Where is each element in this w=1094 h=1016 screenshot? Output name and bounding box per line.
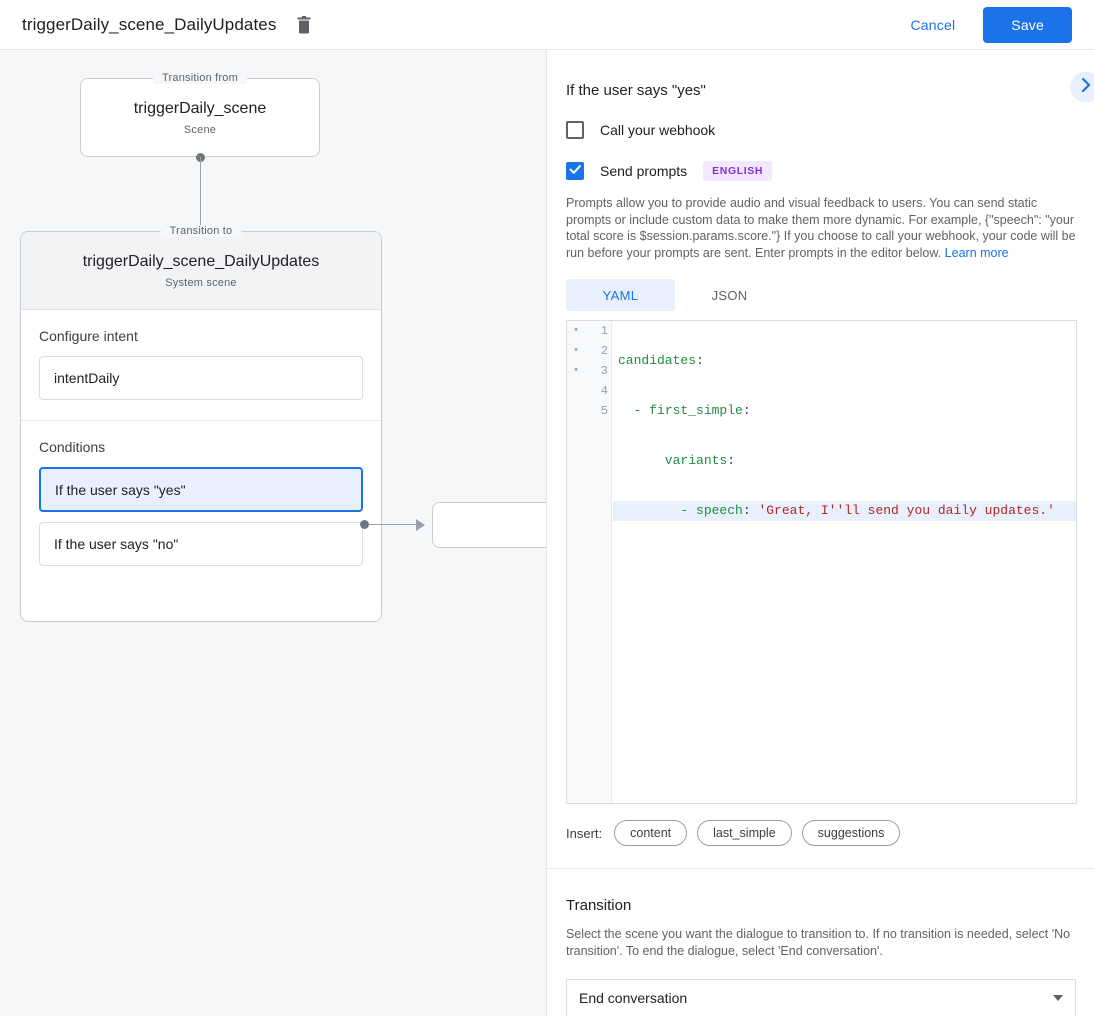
condition-output-dot bbox=[360, 520, 369, 529]
editor-code-area[interactable]: candidates: - first_simple: variants: - … bbox=[613, 321, 1076, 803]
learn-more-link[interactable]: Learn more bbox=[944, 245, 1009, 260]
trash-icon bbox=[296, 15, 312, 34]
call-webhook-label: Call your webhook bbox=[600, 122, 716, 138]
line-number: 2 bbox=[600, 344, 608, 358]
transition-select[interactable]: End conversation bbox=[566, 979, 1076, 1016]
gutter-row: ▾ 1 bbox=[567, 321, 611, 341]
condition-item-no[interactable]: If the user says "no" bbox=[39, 522, 363, 566]
end-node-card[interactable] bbox=[432, 502, 546, 548]
gutter-row: 4 bbox=[567, 381, 611, 401]
line-number: 5 bbox=[600, 404, 608, 418]
code-editor[interactable]: ▾ 1 ▾ 2 ▾ 3 4 5 bbox=[566, 320, 1077, 804]
condition-output-line bbox=[368, 524, 418, 525]
cancel-button[interactable]: Cancel bbox=[899, 9, 968, 41]
transition-to-card[interactable]: Transition to triggerDaily_scene_DailyUp… bbox=[20, 225, 382, 622]
line-number: 1 bbox=[600, 324, 608, 338]
transition-from-subtitle: Scene bbox=[183, 123, 217, 136]
details-panel: If the user says "yes" Call your webhook… bbox=[547, 50, 1094, 1016]
condition-output-arrow-icon bbox=[416, 519, 425, 531]
prompts-description-text: Prompts allow you to provide audio and v… bbox=[566, 196, 1076, 260]
transition-select-value: End conversation bbox=[579, 990, 688, 1006]
format-tabs: YAML JSON bbox=[566, 279, 1094, 311]
top-bar: triggerDaily_scene_DailyUpdates Cancel S… bbox=[0, 0, 1094, 50]
transition-to-legend: Transition to bbox=[160, 225, 242, 237]
transition-from-name: triggerDaily_scene bbox=[133, 99, 267, 117]
code-line-2: - first_simple: bbox=[613, 401, 1076, 421]
flow-canvas[interactable]: Transition from triggerDaily_scene Scene… bbox=[0, 50, 547, 1016]
prompts-description: Prompts allow you to provide audio and v… bbox=[566, 195, 1079, 261]
page-title: triggerDaily_scene_DailyUpdates bbox=[22, 14, 277, 34]
transition-to-subtitle: System scene bbox=[165, 276, 237, 289]
yaml-key: first_simple bbox=[649, 403, 743, 418]
yaml-key: speech bbox=[696, 503, 743, 518]
delete-button[interactable] bbox=[290, 11, 318, 39]
yaml-key: variants bbox=[618, 453, 728, 468]
fold-triangle-icon[interactable]: ▾ bbox=[573, 346, 579, 355]
yaml-punc: : bbox=[727, 453, 736, 468]
insert-row: Insert: content last_simple suggestions bbox=[566, 820, 1094, 846]
panel-title: If the user says "yes" bbox=[566, 82, 706, 99]
send-prompts-checkbox[interactable] bbox=[566, 162, 584, 180]
code-line-5 bbox=[613, 551, 1076, 571]
tab-json[interactable]: JSON bbox=[711, 287, 748, 303]
gutter-row: 5 bbox=[567, 401, 611, 421]
tab-yaml[interactable]: YAML bbox=[566, 279, 675, 311]
yaml-punc: : bbox=[696, 353, 704, 368]
send-prompts-label: Send prompts bbox=[600, 163, 688, 179]
configure-intent-label: Configure intent bbox=[39, 328, 138, 344]
yaml-key: candidates bbox=[618, 353, 697, 368]
yaml-dash: - bbox=[618, 403, 650, 418]
chevron-right-icon bbox=[1080, 77, 1092, 97]
call-webhook-checkbox[interactable] bbox=[566, 121, 584, 139]
yaml-dash: - bbox=[618, 503, 697, 518]
gutter-row: ▾ 3 bbox=[567, 361, 611, 381]
line-number: 4 bbox=[600, 384, 608, 398]
send-prompts-row: Send prompts ENGLISH bbox=[547, 161, 1094, 181]
webhook-row: Call your webhook bbox=[547, 121, 1094, 139]
insert-chip-suggestions[interactable]: suggestions bbox=[801, 820, 901, 846]
yaml-punc: : bbox=[742, 403, 751, 418]
code-line-1: candidates: bbox=[613, 351, 1076, 371]
transition-to-header: triggerDaily_scene_DailyUpdates System s… bbox=[21, 232, 381, 310]
save-button[interactable]: Save bbox=[983, 6, 1072, 43]
insert-label: Insert: bbox=[566, 825, 603, 841]
yaml-punc: : bbox=[742, 503, 759, 518]
chevron-down-icon bbox=[1053, 995, 1063, 1001]
transition-section-title: Transition bbox=[566, 897, 632, 914]
line-number: 3 bbox=[600, 364, 608, 378]
condition-item-yes[interactable]: If the user says "yes" bbox=[39, 467, 363, 512]
insert-chip-last-simple[interactable]: last_simple bbox=[697, 820, 792, 846]
transition-from-legend: Transition from bbox=[153, 72, 247, 84]
language-badge: ENGLISH bbox=[703, 161, 773, 181]
transition-to-name: triggerDaily_scene_DailyUpdates bbox=[82, 252, 320, 270]
panel-divider bbox=[547, 868, 1094, 869]
gutter-row: ▾ 2 bbox=[567, 341, 611, 361]
yaml-string: 'Great, I''ll send you daily updates.' bbox=[758, 503, 1055, 518]
expand-panel-button[interactable] bbox=[1070, 72, 1094, 102]
transition-description: Select the scene you want the dialogue t… bbox=[566, 927, 1071, 958]
code-line-3: variants: bbox=[613, 451, 1076, 471]
configure-intent-section: Configure intent intentDaily bbox=[21, 310, 381, 420]
conditions-section: Conditions If the user says "yes" If the… bbox=[21, 420, 381, 586]
transition-from-card[interactable]: Transition from triggerDaily_scene Scene bbox=[80, 72, 320, 157]
code-line-4: - speech: 'Great, I''ll send you daily u… bbox=[613, 501, 1076, 521]
fold-triangle-icon[interactable]: ▾ bbox=[573, 326, 579, 335]
connector-line bbox=[200, 157, 201, 255]
fold-triangle-icon[interactable]: ▾ bbox=[573, 366, 579, 375]
insert-chip-content[interactable]: content bbox=[614, 820, 688, 846]
conditions-label: Conditions bbox=[39, 439, 106, 455]
editor-gutter: ▾ 1 ▾ 2 ▾ 3 4 5 bbox=[567, 321, 612, 803]
intent-field[interactable]: intentDaily bbox=[39, 356, 363, 400]
check-icon bbox=[569, 162, 582, 180]
